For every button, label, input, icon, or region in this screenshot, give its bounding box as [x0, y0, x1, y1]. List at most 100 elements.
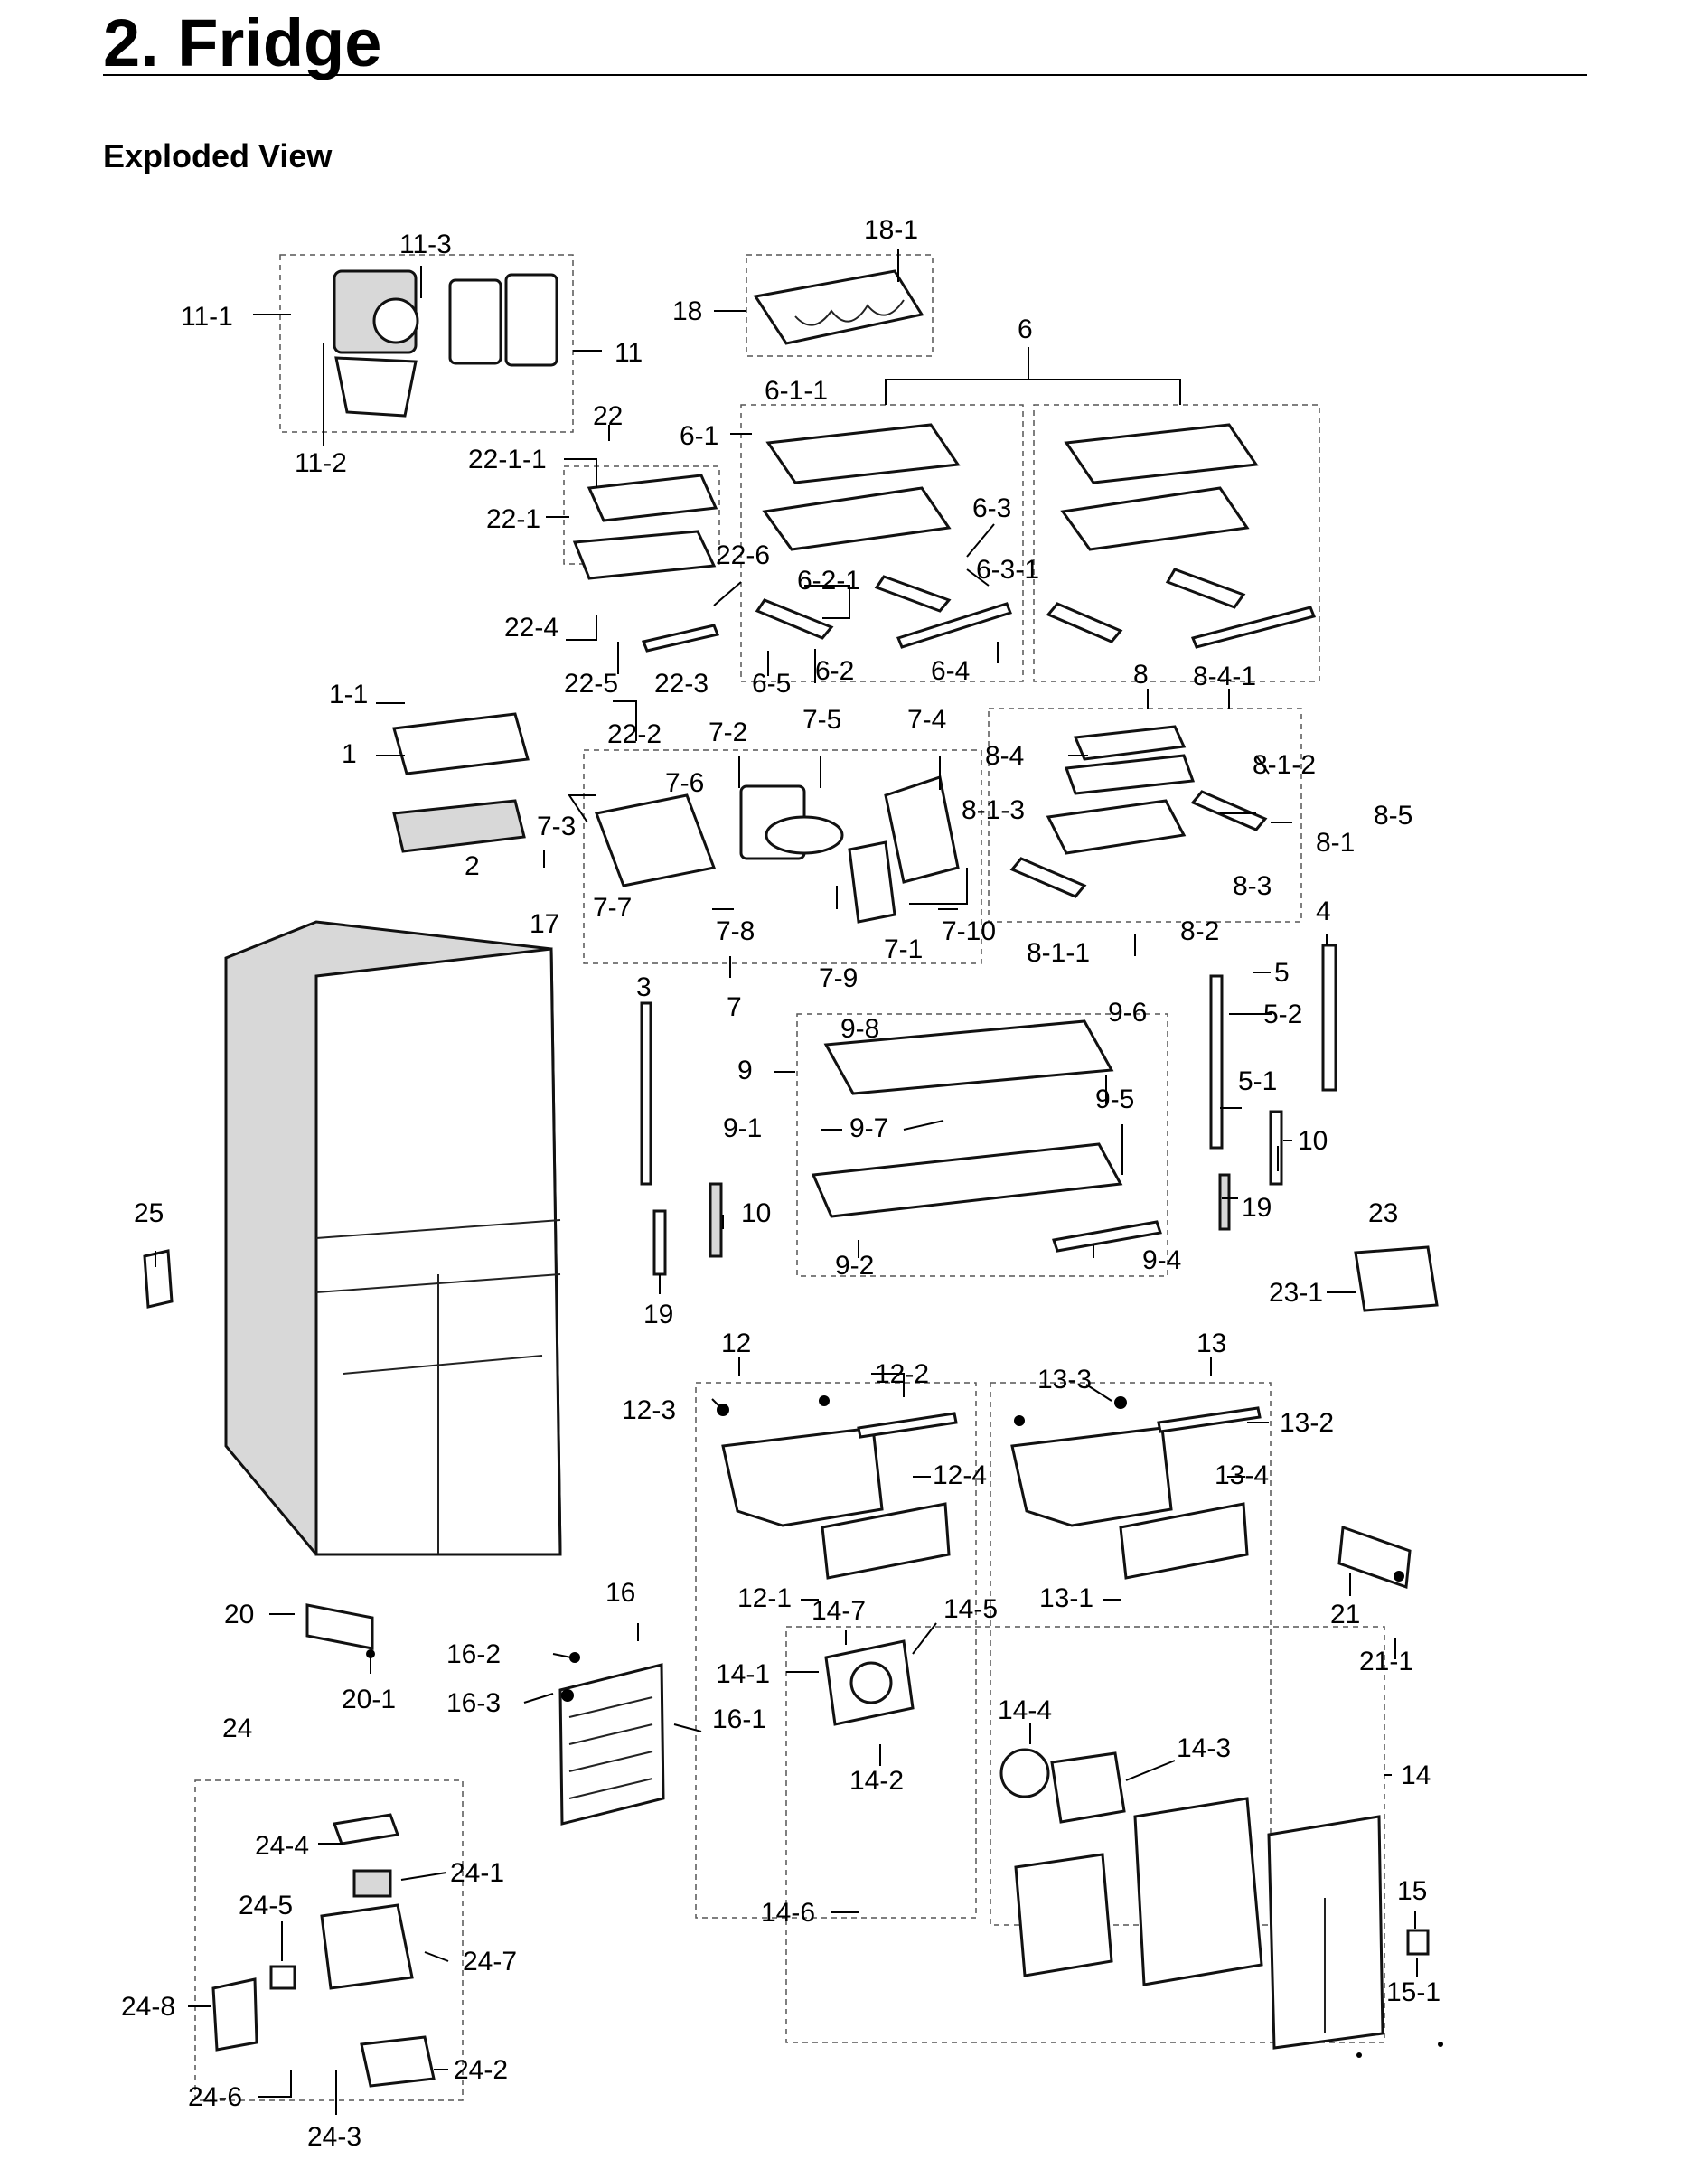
callout-label: 19	[643, 1300, 673, 1329]
callout-label: 12-2	[875, 1359, 929, 1389]
callout-label: 7-5	[802, 705, 841, 735]
callout-label: 16-1	[712, 1704, 766, 1734]
callout-label: 8-1-2	[1253, 750, 1316, 780]
title-rule	[103, 74, 1587, 76]
callout-label: 6-1	[680, 421, 718, 451]
callout-label: 13-4	[1215, 1460, 1269, 1490]
part-vertical-rails	[640, 944, 1337, 1276]
callout-label: 12-4	[933, 1460, 987, 1490]
callout-label: 16-2	[446, 1639, 501, 1669]
callout-label: 22	[593, 401, 623, 431]
callout-label: 23	[1368, 1198, 1398, 1228]
callout-label: 7-4	[907, 705, 946, 735]
callout-label: 24-1	[450, 1858, 504, 1888]
callout-label: 11-2	[295, 448, 347, 478]
part-ice-maker	[333, 269, 558, 418]
part-shelf-rails	[641, 568, 1317, 653]
callout-label: 14	[1401, 1761, 1431, 1790]
callout-label: 21	[1330, 1600, 1360, 1629]
part-sensor-15	[1406, 1929, 1430, 1956]
callout-label: 6-5	[752, 669, 791, 699]
callout-label: 4	[1316, 897, 1331, 926]
part-shelves-upper	[572, 423, 1259, 580]
callout-labels: 11-3 11-1 11 11-2 18-1 18 6 6-1-1 6-1 22…	[121, 215, 1441, 2152]
group-boxes	[194, 254, 1385, 2101]
callout-label: 9-6	[1108, 998, 1147, 1028]
callout-label: 24-2	[454, 2055, 508, 2085]
callout-label: 14-6	[761, 1898, 815, 1928]
callout-label: 13-3	[1037, 1365, 1092, 1394]
part-damper-24	[211, 1813, 436, 2088]
callout-label: 22-5	[564, 669, 618, 699]
callout-label: 15	[1397, 1876, 1427, 1906]
callout-label: 7-2	[709, 718, 747, 747]
callout-label: 11-1	[181, 302, 233, 332]
callout-label: 16	[605, 1578, 635, 1608]
part-ice-bucket-motor-23	[1354, 1245, 1439, 1312]
callout-label: 9-7	[849, 1113, 888, 1143]
callout-label: 7-8	[716, 916, 755, 946]
part-water-filter	[594, 775, 960, 924]
callout-label: 10	[1298, 1126, 1328, 1156]
callout-label: 9-1	[723, 1113, 762, 1143]
callout-label: 21-1	[1359, 1647, 1413, 1676]
callout-label: 1	[342, 739, 357, 769]
callout-label: 5-2	[1263, 1000, 1302, 1029]
callout-label: 15-1	[1386, 1977, 1441, 2007]
part-ice-tray	[753, 269, 924, 345]
callout-label: 18-1	[864, 215, 918, 245]
callout-label: 17	[530, 909, 559, 939]
hardware-dots	[366, 1395, 1443, 2058]
callout-label: 7-3	[537, 812, 576, 841]
callout-label: 8	[1133, 660, 1149, 690]
callout-label: 5-1	[1238, 1066, 1277, 1096]
section-subtitle: Exploded View	[103, 137, 333, 174]
callout-label: 8-1	[1316, 828, 1355, 858]
callout-label: 20	[224, 1600, 254, 1629]
callout-label: 24-7	[463, 1947, 517, 1977]
callout-label: 25	[134, 1198, 164, 1228]
callout-label: 12-3	[622, 1395, 676, 1425]
callout-label: 24-8	[121, 1992, 175, 2022]
callout-label: 6-2-1	[797, 566, 860, 596]
callout-label: 5	[1274, 958, 1290, 988]
callout-label: 14-5	[943, 1594, 998, 1624]
callout-label: 24-3	[307, 2122, 361, 2152]
callout-label: 9	[737, 1056, 753, 1085]
callout-label: 13-1	[1039, 1583, 1093, 1613]
callout-label: 7-6	[665, 768, 704, 798]
callout-label: 14-7	[812, 1596, 866, 1626]
callout-label: 10	[741, 1198, 771, 1228]
callout-label: 13	[1197, 1329, 1226, 1358]
callout-label: 23-1	[1269, 1278, 1323, 1308]
callout-label: 8-5	[1374, 801, 1412, 831]
callout-label: 8-1-1	[1027, 938, 1090, 968]
page-title: 2. Fridge	[103, 5, 382, 80]
callout-label: 7-10	[942, 916, 996, 946]
callout-label: 14-2	[849, 1766, 904, 1796]
callout-label: 14-4	[998, 1695, 1052, 1725]
part-drawers	[721, 1406, 1262, 1580]
part-lighting-and-cover	[392, 712, 530, 853]
callout-label: 24-6	[188, 2082, 242, 2112]
callout-label: 8-4-1	[1193, 662, 1256, 691]
callout-label: 13-2	[1280, 1408, 1334, 1438]
callout-label: 20-1	[342, 1685, 396, 1714]
callout-label: 24-4	[255, 1831, 309, 1861]
callout-label: 7-7	[593, 893, 632, 923]
callout-label: 12	[721, 1329, 751, 1358]
leader-lines	[155, 249, 1418, 2115]
callout-label: 9-5	[1095, 1084, 1134, 1114]
part-cabinet	[224, 920, 562, 1556]
callout-label: 22-1-1	[468, 445, 547, 474]
callout-label: 11	[615, 338, 643, 368]
callout-label: 22-3	[654, 669, 709, 699]
callout-label: 8-4	[985, 741, 1024, 771]
callout-label: 8-2	[1180, 916, 1219, 946]
callout-label: 19	[1242, 1193, 1272, 1223]
callout-label: 12-1	[737, 1583, 792, 1613]
callout-label: 3	[636, 972, 652, 1002]
callout-label: 9-8	[840, 1014, 879, 1044]
callout-label: 7-1	[884, 934, 923, 964]
part-evaporator-16	[558, 1663, 665, 1826]
